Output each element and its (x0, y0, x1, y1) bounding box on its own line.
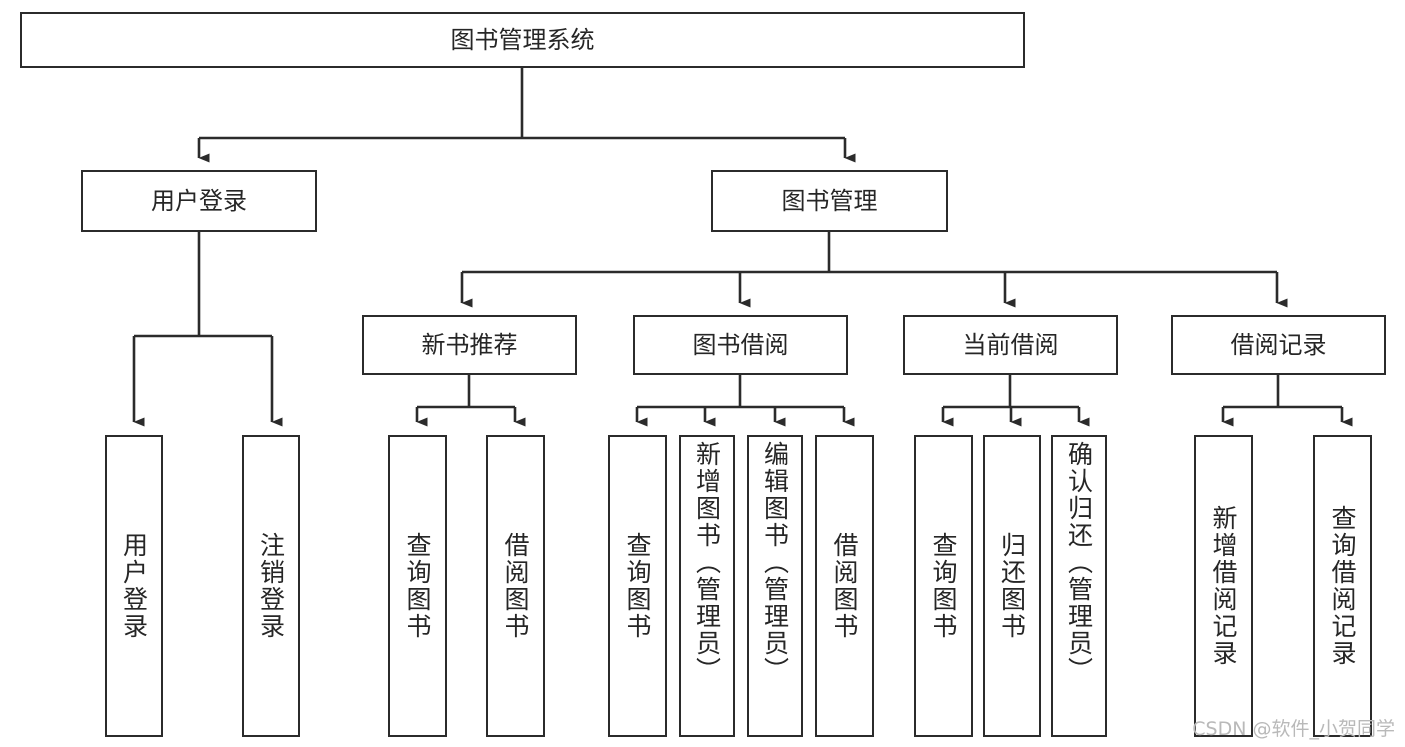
node-leaf-logout-label: 注销登录 (256, 532, 286, 640)
node-leaf-borrow-book-1[interactable]: 借阅图书 (486, 435, 545, 737)
node-leaf-query-book-1-label: 查询图书 (403, 532, 432, 640)
node-leaf-add-record-label: 新增借阅记录 (1209, 505, 1238, 667)
node-leaf-borrow-book-2[interactable]: 借阅图书 (815, 435, 874, 737)
node-book-manage[interactable]: 图书管理 (711, 170, 948, 232)
node-leaf-add-book-label: 新增图书（管理员） (692, 441, 722, 684)
node-new-book-recommend[interactable]: 新书推荐 (362, 315, 577, 375)
node-leaf-query-book-2-label: 查询图书 (623, 532, 652, 640)
node-borrow-record[interactable]: 借阅记录 (1171, 315, 1386, 375)
edge-group-user-login (132, 232, 283, 427)
node-leaf-confirm-return-label: 确认归还（管理员） (1064, 441, 1094, 684)
node-current-borrow[interactable]: 当前借阅 (903, 315, 1118, 375)
node-user-login-label: 用户登录 (151, 186, 247, 215)
edge-group-borrow-record (1221, 375, 1353, 427)
node-leaf-add-record[interactable]: 新增借阅记录 (1194, 435, 1253, 737)
node-leaf-query-record-label: 查询借阅记录 (1328, 505, 1357, 667)
edge-group-current-borrow (941, 375, 1090, 427)
node-borrow-record-label: 借阅记录 (1230, 330, 1327, 359)
node-leaf-user-login[interactable]: 用户登录 (105, 435, 163, 737)
node-leaf-query-record[interactable]: 查询借阅记录 (1313, 435, 1372, 737)
node-book-manage-label: 图书管理 (781, 186, 878, 215)
node-book-borrow[interactable]: 图书借阅 (633, 315, 848, 375)
node-leaf-query-book-2[interactable]: 查询图书 (608, 435, 667, 737)
node-leaf-borrow-book-2-label: 借阅图书 (830, 532, 859, 640)
watermark-text: CSDN @软件_小贺同学 (1192, 718, 1395, 740)
node-current-borrow-label: 当前借阅 (962, 330, 1059, 359)
edge-group-root (197, 68, 856, 163)
node-leaf-edit-book-label: 编辑图书（管理员） (760, 441, 790, 684)
node-leaf-user-login-label: 用户登录 (119, 532, 149, 640)
edge-group-new-book-recommend (415, 375, 526, 427)
node-leaf-query-book-3-label: 查询图书 (929, 532, 958, 640)
edge-group-book-borrow (635, 375, 855, 427)
edge-group-book-manage (460, 232, 1288, 308)
node-new-book-recommend-label: 新书推荐 (421, 330, 518, 359)
node-leaf-edit-book[interactable]: 编辑图书（管理员） (747, 435, 803, 737)
node-leaf-confirm-return[interactable]: 确认归还（管理员） (1051, 435, 1107, 737)
node-user-login[interactable]: 用户登录 (81, 170, 317, 232)
node-leaf-return-book[interactable]: 归还图书 (983, 435, 1041, 737)
node-book-borrow-label: 图书借阅 (692, 330, 789, 359)
node-leaf-logout[interactable]: 注销登录 (242, 435, 300, 737)
node-leaf-return-book-label: 归还图书 (997, 532, 1027, 640)
node-root[interactable]: 图书管理系统 (20, 12, 1025, 68)
node-root-label: 图书管理系统 (450, 25, 595, 54)
node-leaf-add-book[interactable]: 新增图书（管理员） (679, 435, 735, 737)
node-leaf-query-book-1[interactable]: 查询图书 (388, 435, 447, 737)
node-leaf-borrow-book-1-label: 借阅图书 (501, 532, 530, 640)
node-leaf-query-book-3[interactable]: 查询图书 (914, 435, 973, 737)
